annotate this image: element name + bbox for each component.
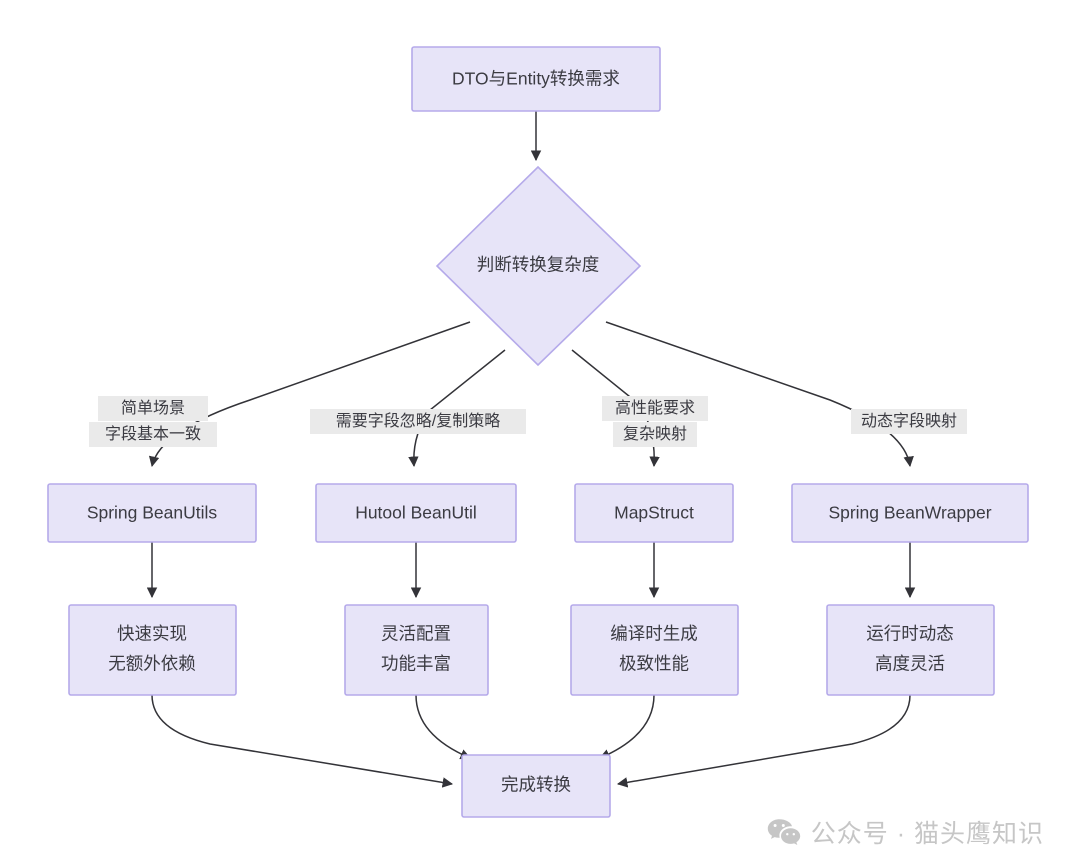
node-desc3[interactable]: 编译时生成 极致性能 [570,604,739,696]
wechat-icon [767,818,801,847]
edge-label-branch1-line2: 字段基本一致 [105,425,201,443]
watermark-text: 公众号 · 猫头鹰知识 [810,820,1044,848]
edge-labels-layer: 简单场景 字段基本一致 需要字段忽略/复制策略 高性能要求 复杂映射 动态字段映… [89,396,967,447]
node-desc3-line1: 编译时生成 [610,624,698,644]
watermark: 公众号 · 猫头鹰知识 [767,814,1044,850]
node-desc2-line2: 功能丰富 [381,654,451,674]
node-tool1-label: Spring BeanUtils [87,503,218,523]
node-desc2-line1: 灵活配置 [381,624,451,644]
node-desc4-shape[interactable] [826,604,995,696]
node-desc3-shape[interactable] [570,604,739,696]
edge-label-bg-branch4 [851,409,967,434]
node-desc4-line1: 运行时动态 [866,624,954,644]
edge-label-bg-branch3 [602,396,708,421]
nodes-layer: DTO与Entity转换需求 判断转换复杂度 Spring BeanUtils … [47,46,1029,818]
node-start-label: DTO与Entity转换需求 [452,69,620,89]
node-tool2-shape[interactable] [315,483,517,543]
node-tool3[interactable]: MapStruct [574,483,734,543]
node-tool2[interactable]: Hutool BeanUtil [315,483,517,543]
node-tool4[interactable]: Spring BeanWrapper [791,483,1029,543]
edge-label-branch1-line1: 简单场景 [121,399,185,417]
node-tool1[interactable]: Spring BeanUtils [47,483,257,543]
node-desc3-line2: 极致性能 [619,654,689,674]
node-end[interactable]: 完成转换 [461,754,611,818]
edge-label-bg-branch3b [613,422,697,447]
node-start[interactable]: DTO与Entity转换需求 [411,46,661,112]
edge-label-bg-branch1b [89,422,217,447]
edge-desc2-to-end [415,694,471,760]
node-desc4-line2: 高度灵活 [875,654,945,674]
node-start-shape[interactable] [411,46,661,112]
node-end-label: 完成转换 [501,775,571,795]
edge-label-branch4-line1: 动态字段映射 [861,412,957,430]
edge-desc4-to-end [616,694,911,788]
edge-desc3-to-end [599,694,655,760]
node-decision-label: 判断转换复杂度 [477,255,600,275]
node-tool3-label: MapStruct [614,503,694,523]
node-tool4-shape[interactable] [791,483,1029,543]
node-desc1-line1: 快速实现 [117,624,187,644]
edge-decision-to-tool2 [408,349,506,468]
node-tool4-label: Spring BeanWrapper [828,503,991,523]
edge-label-branch3-line1: 高性能要求 [615,399,695,417]
node-decision[interactable]: 判断转换复杂度 [435,165,642,367]
node-end-shape[interactable] [461,754,611,818]
node-desc2-shape[interactable] [344,604,489,696]
edge-label-bg-branch1 [98,396,208,421]
node-decision-shape[interactable] [435,165,642,367]
edge-label-bg-branch2 [310,409,526,434]
edge-label-branch3-line2: 复杂映射 [623,425,687,443]
edge-desc1-to-end [151,694,454,788]
node-desc1-line2: 无额外依赖 [108,654,196,674]
node-tool3-shape[interactable] [574,483,734,543]
node-tool2-label: Hutool BeanUtil [355,503,477,523]
node-desc1-shape[interactable] [68,604,237,696]
edge-label-branch2-line1: 需要字段忽略/复制策略 [336,412,500,430]
node-tool1-shape[interactable] [47,483,257,543]
node-desc2[interactable]: 灵活配置 功能丰富 [344,604,489,696]
node-desc4[interactable]: 运行时动态 高度灵活 [826,604,995,696]
node-desc1[interactable]: 快速实现 无额外依赖 [68,604,237,696]
